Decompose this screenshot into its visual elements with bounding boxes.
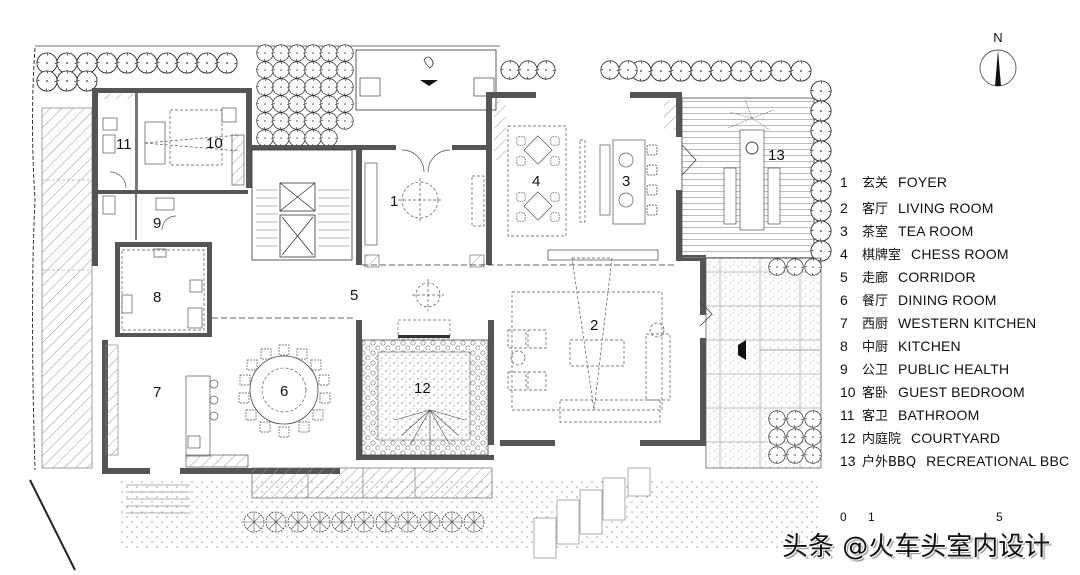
foyer-furniture xyxy=(364,149,485,246)
room-label-2: 2 xyxy=(590,317,598,334)
building-walls xyxy=(92,88,706,474)
tree-grid-entrance xyxy=(256,44,354,147)
courtyard xyxy=(361,319,489,456)
scale-bar: 0 1 5 xyxy=(838,510,1038,530)
bbq-deck xyxy=(681,97,815,259)
west-walkway xyxy=(29,47,93,571)
room-label-9: 9 xyxy=(153,215,161,232)
tea-room-furniture xyxy=(547,139,659,261)
south-landscape xyxy=(120,467,820,559)
room-label-5: 5 xyxy=(350,287,358,304)
room-label-10: 10 xyxy=(206,135,223,152)
interior-lines xyxy=(212,149,676,319)
kitchen-furniture xyxy=(121,248,205,331)
western-kitchen-island xyxy=(185,375,249,468)
compass-icon xyxy=(979,49,1017,87)
living-room-furniture xyxy=(507,257,671,423)
dining-table xyxy=(238,344,331,438)
north-label: N xyxy=(993,30,1003,45)
room-labels: 1 2 3 4 5 6 7 8 9 10 11 12 13 xyxy=(116,135,785,401)
wall-hatch-insets xyxy=(98,94,676,456)
room-label-13: 13 xyxy=(768,147,785,164)
guest-suite-furniture xyxy=(102,107,245,231)
corridor-rug xyxy=(412,279,444,311)
room-label-3: 3 xyxy=(622,173,630,190)
room-label-7: 7 xyxy=(153,384,161,401)
room-label-6: 6 xyxy=(280,383,288,400)
scale-tick-0: 0 xyxy=(840,510,847,524)
scale-tick-1: 1 xyxy=(868,510,875,524)
room-label-11: 11 xyxy=(116,136,132,153)
room-label-12: 12 xyxy=(414,380,431,397)
staircase-treads xyxy=(256,189,350,247)
room-label-1: 1 xyxy=(390,193,398,210)
entrance-porch xyxy=(355,49,497,111)
room-label-4: 4 xyxy=(532,173,540,190)
north-arrow: N xyxy=(976,30,1020,92)
chess-room-furniture xyxy=(507,125,567,237)
watermark: 头条 @火车头室内设计 xyxy=(782,532,1051,562)
scale-tick-5: 5 xyxy=(996,510,1003,524)
east-terrace xyxy=(699,257,822,469)
room-label-8: 8 xyxy=(153,289,161,306)
